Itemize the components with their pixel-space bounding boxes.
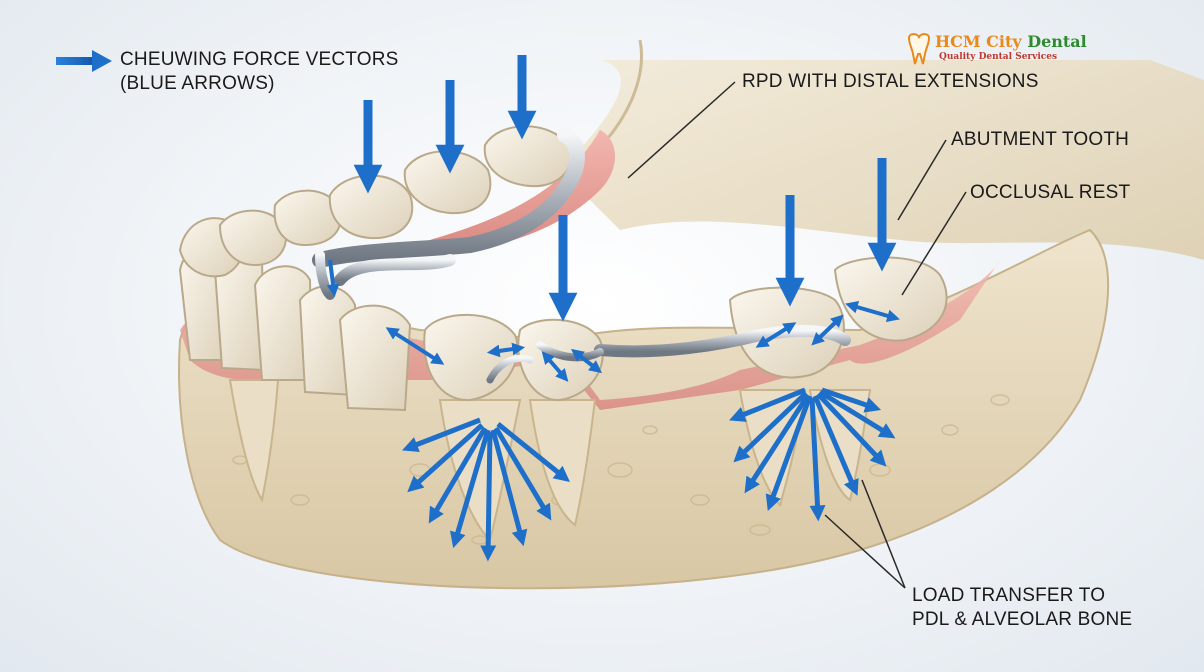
occlusal-rest-label: OCCLUSAL REST bbox=[970, 182, 1131, 203]
load-line-1: LOAD TRANSFER TO bbox=[912, 585, 1106, 606]
legend-line-2: (BLUE ARROWS) bbox=[120, 73, 275, 94]
chewing-force-arrows bbox=[353, 55, 897, 322]
load-transfer-label: LOAD TRANSFER TO PDL & ALVEOLAR BONE bbox=[912, 584, 1132, 632]
logo-tagline: Quality Dental Services bbox=[939, 52, 1058, 62]
legend-label: CHEUWING FORCE VECTORS (BLUE ARROWS) bbox=[120, 48, 399, 96]
framework-arrow bbox=[326, 259, 340, 298]
mandible bbox=[178, 228, 1110, 590]
logo-name-part1: HCM City bbox=[935, 32, 1028, 51]
clinic-logo: HCM City Dental Quality Dental Services bbox=[903, 30, 1087, 70]
legend-arrow-icon bbox=[56, 50, 112, 72]
load-line-2: PDL & ALVEOLAR BONE bbox=[912, 609, 1133, 630]
tooth-logo-icon bbox=[907, 33, 931, 65]
abutment-tooth-label: ABUTMENT TOOTH bbox=[951, 129, 1130, 150]
rpd-label: RPD WITH DISTAL EXTENSIONS bbox=[742, 71, 1039, 92]
logo-name: HCM City Dental bbox=[935, 32, 1087, 51]
load-arrows-right bbox=[729, 387, 896, 522]
leader-lines bbox=[627, 81, 967, 589]
logo-name-part2: Dental bbox=[1027, 32, 1087, 51]
occlusal-arrows bbox=[385, 300, 900, 382]
legend-line-1: CHEUWING FORCE VECTORS bbox=[120, 49, 399, 70]
load-arrows-left bbox=[402, 417, 570, 562]
